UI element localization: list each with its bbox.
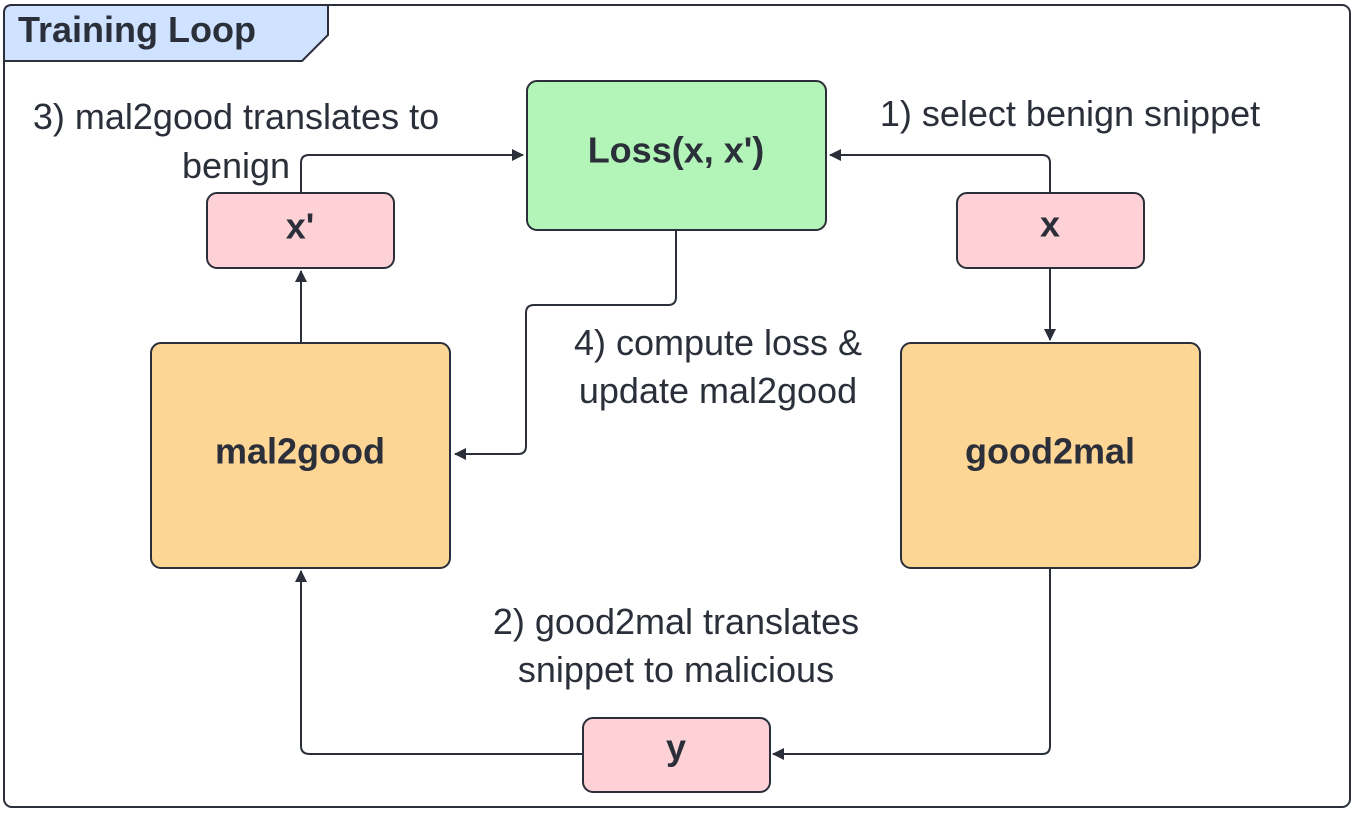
title-tab — [3, 4, 329, 62]
step4-label-line1: 4) compute loss & — [574, 322, 862, 363]
arrow-xprime-to-loss — [300, 149, 524, 193]
step1-label: 1) select benign snippet — [880, 93, 1260, 134]
arrow-good2mal-to-y — [772, 568, 1051, 760]
y-node — [582, 717, 771, 793]
x-node — [956, 192, 1145, 269]
step2-label-line1: 2) good2mal translates — [493, 601, 859, 642]
arrow-loss-to-mal2good — [454, 230, 677, 460]
xprime-node-label: x' — [286, 206, 315, 247]
x-node-label: x — [1040, 204, 1060, 245]
loss-node — [526, 80, 827, 231]
step3-label-line1: 3) mal2good translates to — [33, 96, 439, 137]
good2mal-node-label: good2mal — [965, 431, 1135, 472]
mal2good-node — [150, 342, 451, 569]
step4-label-line2: update mal2good — [579, 370, 857, 411]
xprime-node — [206, 192, 395, 269]
diagram-title: Training Loop — [18, 9, 256, 50]
arrow-x-to-loss — [829, 149, 1051, 193]
arrow-y-to-mal2good — [295, 570, 583, 755]
loss-node-label: Loss(x, x') — [588, 130, 765, 171]
good2mal-node — [900, 342, 1201, 569]
step2-label-line2: snippet to malicious — [518, 649, 834, 690]
y-node-label: y — [666, 727, 686, 768]
step3-label-line2: benign — [182, 145, 290, 186]
mal2good-node-label: mal2good — [215, 431, 385, 472]
